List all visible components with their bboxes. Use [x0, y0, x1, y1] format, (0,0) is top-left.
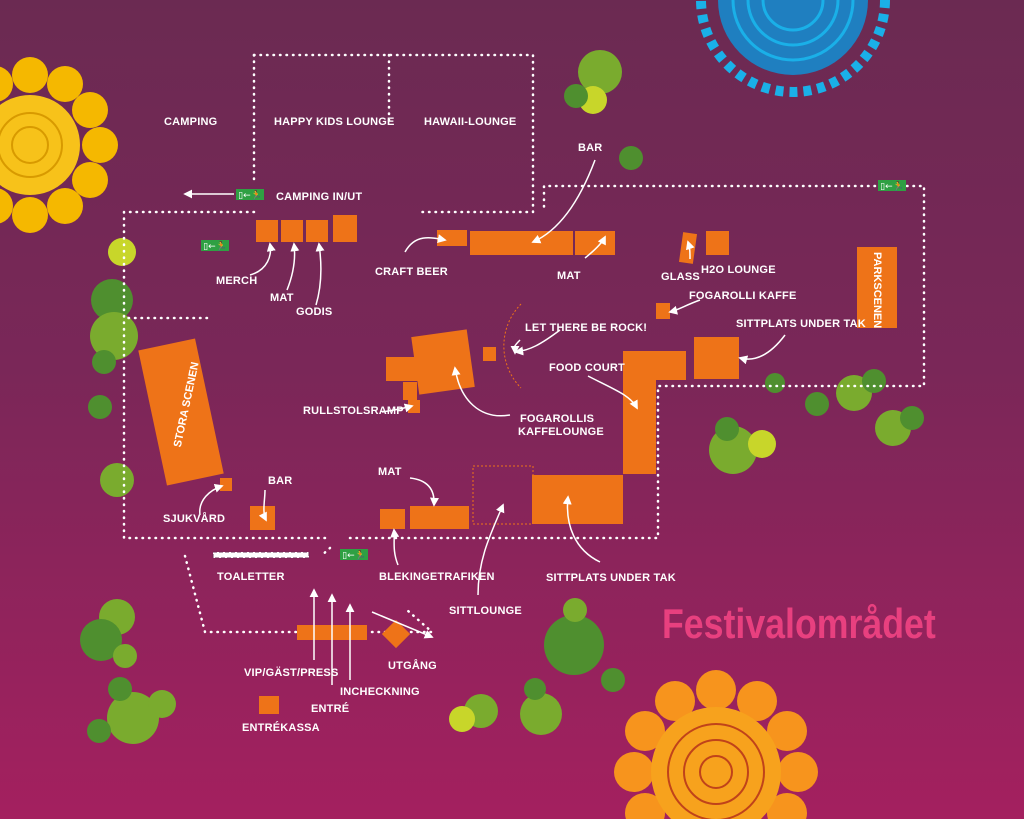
- bar-bottom-label: BAR: [268, 475, 293, 487]
- blue-mandala: [696, 0, 890, 97]
- stora-scenen: [138, 338, 224, 486]
- vip-gast-press-label: VIP/GÄST/PRESS: [244, 667, 339, 679]
- fogarolli-kaffe-label: FOGAROLLI KAFFE: [689, 290, 797, 302]
- sittplats-under-tak-booth: [532, 475, 623, 524]
- camping-in-ut-label: CAMPING IN/UT: [276, 191, 363, 203]
- sittlounge-label: SITTLOUNGE: [449, 605, 522, 617]
- parkscenen-label: PARKSCENEN: [871, 252, 883, 329]
- emergency-exit-icon: ▯←🏃: [340, 549, 368, 561]
- mat-bottom-label: MAT: [378, 466, 402, 478]
- trees: [80, 50, 924, 744]
- lounge-small-b: [403, 382, 417, 400]
- utgang-booth: [381, 619, 411, 649]
- svg-text:▯←🏃: ▯←🏃: [342, 549, 366, 561]
- incheckning-label: INCHECKNING: [340, 686, 420, 698]
- glass-booth: [678, 232, 698, 264]
- camping-label: CAMPING: [164, 116, 218, 128]
- kaffelounge-label: KAFFELOUNGE: [518, 426, 604, 438]
- sjukvard-booth: [220, 478, 232, 491]
- mat-booth-top: [575, 231, 615, 255]
- parkscenen: [857, 247, 897, 328]
- yellow-flower: [0, 57, 118, 233]
- entre-label: ENTRÉ: [311, 703, 350, 715]
- fogarollis-label: FOGAROLLIS: [520, 413, 595, 425]
- emergency-exit-icon: ▯←🏃: [878, 180, 906, 192]
- svg-text:▯←🏃: ▯←🏃: [880, 180, 904, 192]
- food-court-label: FOOD COURT: [549, 362, 625, 374]
- bar-bottom-booth: [250, 506, 275, 530]
- godis-label: GODIS: [296, 306, 333, 318]
- mat-merch-label: MAT: [270, 292, 294, 304]
- sittplats-booth: [694, 337, 739, 379]
- mat-bottom-booth: [410, 506, 469, 529]
- blekingetrafiken-label: BLEKINGETRAFIKEN: [379, 571, 495, 583]
- booth-4: [333, 215, 357, 242]
- lounge-small-a: [386, 357, 418, 381]
- toaletter-label: TOALETTER: [217, 571, 285, 583]
- utgang-label: UTGÅNG: [388, 660, 437, 672]
- hawaii-lounge-label: HAWAII-LOUNGE: [424, 116, 517, 128]
- decorations: [0, 0, 924, 819]
- toilets-marker: [212, 551, 310, 559]
- mat-top-label: MAT: [557, 270, 581, 282]
- blekinge-booth: [380, 509, 405, 529]
- bar-top-label: BAR: [578, 142, 603, 154]
- dotted-paths: [122, 53, 926, 634]
- emergency-exit-icon: ▯←🏃: [236, 189, 264, 201]
- h2o-lounge: [706, 231, 729, 255]
- bar-booth: [470, 231, 573, 255]
- map-title: Festivalområdet: [662, 600, 936, 647]
- mat-booth: [281, 220, 303, 242]
- merch-booth: [256, 220, 278, 242]
- sjukvard-label: SJUKVÅRD: [163, 513, 226, 525]
- merch-label: MERCH: [216, 275, 258, 287]
- entrekassa-label: ENTRÉKASSA: [242, 722, 320, 734]
- kaffelounge: [411, 329, 475, 395]
- fogarolli-kaffe-booth: [656, 303, 670, 319]
- entrekassa-booth: [259, 696, 279, 714]
- let-there-be-rock-label: LET THERE BE ROCK!: [525, 322, 648, 334]
- arrows: [183, 159, 786, 685]
- sittplats-under-tak-bottom-label: SITTPLATS UNDER TAK: [546, 572, 676, 584]
- booths: [138, 215, 897, 714]
- h2o-lounge-label: H2O LOUNGE: [701, 264, 776, 276]
- let-there-be-rock-booth: [483, 347, 496, 361]
- svg-text:▯←🏃: ▯←🏃: [238, 189, 262, 201]
- craft-beer-label: CRAFT BEER: [375, 266, 448, 278]
- rullstolsramp-label: RULLSTOLSRAMP: [303, 405, 404, 417]
- sittplats-under-tak-right-label: SITTPLATS UNDER TAK: [736, 318, 866, 330]
- glass-label: GLASS: [661, 271, 700, 283]
- godis-booth: [306, 220, 328, 242]
- craft-beer-booth: [437, 230, 467, 246]
- svg-text:▯←🏃: ▯←🏃: [203, 240, 227, 252]
- orange-flower: [614, 670, 818, 819]
- emergency-exit-icon: ▯←🏃: [201, 240, 229, 252]
- happy-kids-lounge-label: HAPPY KIDS LOUNGE: [274, 116, 395, 128]
- foodcourt-col: [623, 351, 656, 474]
